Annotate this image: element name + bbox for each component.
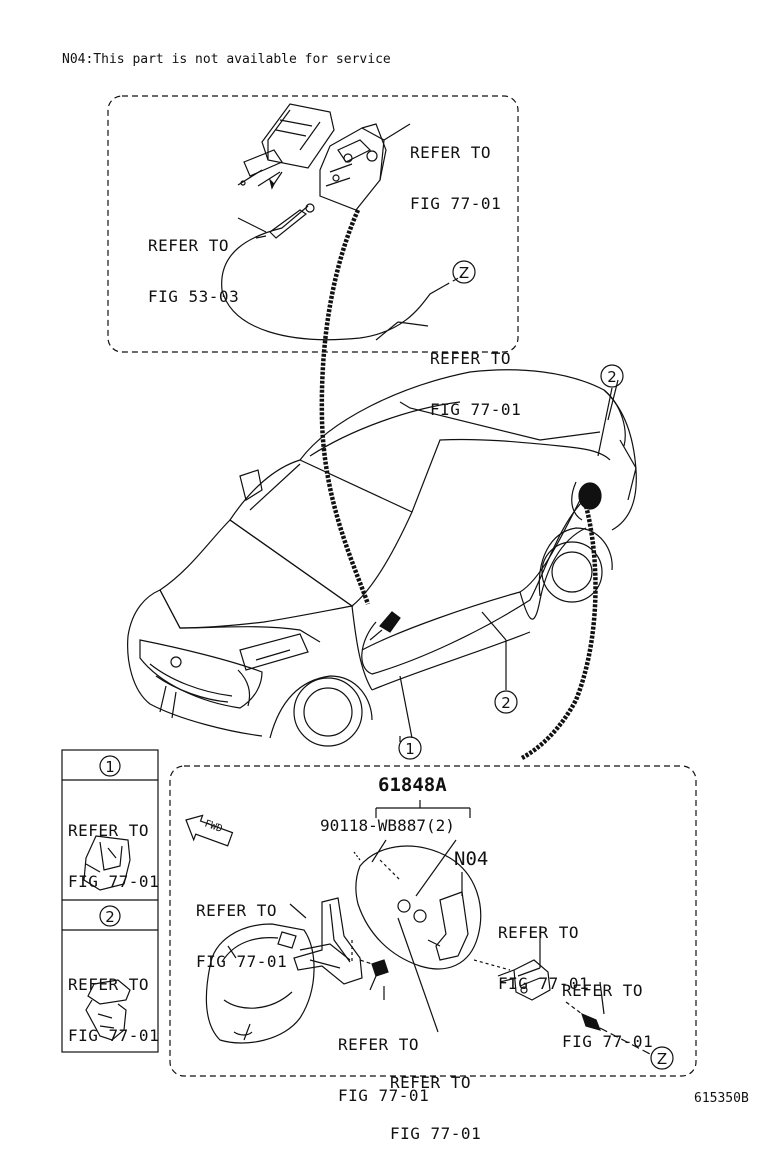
callout-line: FIG 77-01 xyxy=(338,1086,430,1105)
marker-1-front xyxy=(398,736,422,760)
callout-line: REFER TO xyxy=(498,923,580,942)
opener-bracket xyxy=(319,123,387,211)
opener-detail-frame xyxy=(107,95,519,353)
vehicle-outline xyxy=(127,369,637,747)
figure-code: 615350B xyxy=(694,1091,749,1106)
marker-1-front-label: 1 xyxy=(405,740,415,758)
main-cable-upper xyxy=(319,209,371,605)
lock-actuator xyxy=(497,959,551,1001)
service-note: N04:This part is not available for servi… xyxy=(62,52,391,67)
callout-line: REFER TO xyxy=(148,236,230,255)
callout-line: FIG 77-01 xyxy=(196,952,288,971)
callout-line: FIG 77-01 xyxy=(390,1124,482,1143)
fwd-arrow-icon xyxy=(185,814,234,847)
callout-line: REFER TO xyxy=(338,1035,420,1054)
parts-diagram: Z 2 2 1 1 2 Z FWD xyxy=(61,95,697,1077)
part-number-screw: 90118-WB887(2) xyxy=(320,816,455,835)
callout-cable-end: REFER TO FIG 77-01 xyxy=(562,948,653,1067)
callout-line: FIG 77-01 xyxy=(410,194,502,213)
callout-lid-left: REFER TO FIG 77-01 xyxy=(196,868,287,987)
marker-2-side-label: 2 xyxy=(501,694,511,712)
marker-z-bottom-label: Z xyxy=(657,1050,667,1068)
callout-line: FIG 77-01 xyxy=(562,1032,654,1051)
callout-line: REFER TO xyxy=(430,349,512,368)
main-cable-lower xyxy=(520,505,598,760)
callout-actuator: REFER TO FIG 77-01 xyxy=(498,890,589,1009)
marker-1-legend-label: 1 xyxy=(105,758,115,776)
callout-line: REFER TO xyxy=(410,143,492,162)
clip-legend xyxy=(61,749,159,1053)
callout-line: FIG 53-03 xyxy=(148,287,240,306)
cable-end xyxy=(565,1001,651,1055)
fuel-inlet-housing xyxy=(353,845,482,970)
marker-2-top xyxy=(600,364,624,388)
rear-wheel xyxy=(541,541,603,603)
fuel-door xyxy=(578,482,602,510)
callout-screw: REFER TO FIG 77-01 xyxy=(338,1002,429,1121)
marker-z-top xyxy=(452,260,476,284)
callout-line: FIG 77-01 xyxy=(430,400,522,419)
marker-2-side xyxy=(494,690,518,714)
fuel-lid-panel xyxy=(205,923,351,1044)
callout-line: REFER TO xyxy=(68,821,150,840)
part-number-lid: 61848A xyxy=(378,774,447,796)
opener-lever xyxy=(237,103,335,190)
marker-2-legend xyxy=(99,905,121,927)
fwd-label: FWD xyxy=(203,818,224,835)
marker-z-bottom xyxy=(650,1046,674,1070)
marker-2-legend-label: 2 xyxy=(105,908,115,926)
front-wheel xyxy=(293,677,363,747)
callout-line: REFER TO xyxy=(562,981,644,1000)
callout-line: REFER TO xyxy=(196,901,278,920)
screw-icon xyxy=(359,959,389,991)
callout-top-right: REFER TO FIG 77-01 xyxy=(410,110,501,229)
marker-1-legend xyxy=(99,755,121,777)
callout-legend-1: REFER TO FIG 77-01 xyxy=(68,788,159,907)
callout-line: FIG 77-01 xyxy=(498,974,590,993)
callout-line: REFER TO xyxy=(390,1073,472,1092)
lid-detail-frame xyxy=(169,765,697,1077)
callout-bottom: REFER TO FIG 77-01 xyxy=(390,1040,481,1159)
callout-top-left: REFER TO FIG 53-03 xyxy=(148,203,239,322)
part-code-n04: N04 xyxy=(454,848,489,870)
callout-line: REFER TO xyxy=(68,975,150,994)
callout-legend-2: REFER TO FIG 77-01 xyxy=(68,942,159,1061)
marker-2-top-label: 2 xyxy=(607,368,617,386)
callout-line: FIG 77-01 xyxy=(68,1026,160,1045)
opener-cable xyxy=(221,205,445,341)
marker-z-top-label: Z xyxy=(459,264,469,282)
callout-line: FIG 77-01 xyxy=(68,872,160,891)
fuel-lid-hinge xyxy=(293,897,363,985)
callout-top-cable: REFER TO FIG 77-01 xyxy=(430,316,521,435)
